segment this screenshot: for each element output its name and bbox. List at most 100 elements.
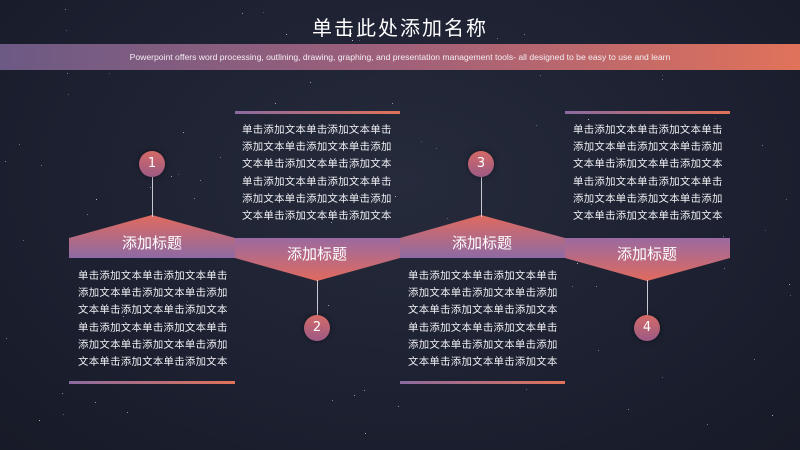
star xyxy=(101,326,102,327)
star xyxy=(354,395,355,396)
star xyxy=(183,132,184,133)
step-number-3: 3 xyxy=(468,151,494,177)
star xyxy=(327,127,328,128)
star xyxy=(178,174,179,175)
star xyxy=(194,198,195,199)
star xyxy=(591,204,592,205)
star xyxy=(772,415,773,416)
star xyxy=(421,141,422,142)
star xyxy=(577,263,578,264)
star xyxy=(187,301,188,302)
connector-stem-1 xyxy=(152,177,153,217)
star xyxy=(286,34,287,35)
star xyxy=(588,119,589,120)
star xyxy=(39,420,40,421)
star xyxy=(765,230,766,231)
star xyxy=(662,79,663,80)
subtitle-text: Powerpoint offers word processing, outli… xyxy=(129,52,671,62)
step-heading-4: 添加标题 xyxy=(616,245,677,263)
star xyxy=(215,343,216,344)
step-heading-1: 添加标题 xyxy=(121,234,182,252)
star xyxy=(497,38,498,39)
star xyxy=(596,286,597,287)
star xyxy=(392,103,393,104)
star xyxy=(185,331,186,332)
star xyxy=(95,402,96,403)
connector-stem-2 xyxy=(317,280,318,316)
ribbon-segment-1 xyxy=(69,215,235,258)
star xyxy=(328,305,329,306)
star xyxy=(109,73,110,74)
star xyxy=(526,389,527,390)
star xyxy=(724,268,725,269)
star xyxy=(275,103,276,104)
star xyxy=(365,433,366,434)
star xyxy=(242,13,243,14)
divider-line-3 xyxy=(400,381,565,384)
star xyxy=(395,196,396,197)
step-text-1: 单击添加文本单击添加文本单击添加文本单击添加文本单击添加文本单击添加文本单击添加… xyxy=(78,270,228,369)
star xyxy=(389,28,390,29)
star xyxy=(310,82,311,83)
star xyxy=(723,236,724,237)
star xyxy=(359,196,360,197)
star xyxy=(524,34,525,35)
star xyxy=(364,390,365,391)
star xyxy=(332,400,333,401)
star xyxy=(350,168,351,169)
star xyxy=(715,118,716,119)
star xyxy=(19,144,20,145)
star xyxy=(790,295,791,296)
star xyxy=(662,377,663,378)
star xyxy=(705,210,706,211)
step-number-1: 1 xyxy=(139,151,165,177)
step-number-2: 2 xyxy=(304,315,330,341)
star xyxy=(331,222,332,223)
star xyxy=(598,350,599,351)
star xyxy=(616,157,617,158)
star xyxy=(572,286,573,287)
star xyxy=(150,187,151,188)
step-heading-2: 添加标题 xyxy=(286,245,347,263)
star xyxy=(123,316,124,317)
step-number-4: 4 xyxy=(634,315,660,341)
star xyxy=(359,40,360,41)
star xyxy=(171,176,172,177)
step-text-4: 单击添加文本单击添加文本单击添加文本单击添加文本单击添加文本单击添加文本单击添加… xyxy=(573,124,723,223)
star xyxy=(41,165,42,166)
star xyxy=(263,12,264,13)
star xyxy=(436,148,437,149)
star xyxy=(398,406,399,407)
star xyxy=(62,393,63,394)
step-heading-3: 添加标题 xyxy=(451,234,512,252)
star xyxy=(127,412,128,413)
star xyxy=(66,30,67,31)
star xyxy=(786,199,787,200)
star xyxy=(762,145,763,146)
divider-line-4 xyxy=(565,111,730,114)
star xyxy=(442,292,443,293)
star xyxy=(65,9,66,10)
subtitle-banner: Powerpoint offers word processing, outli… xyxy=(0,44,800,70)
star xyxy=(589,151,590,152)
star xyxy=(447,218,448,219)
step-text-3: 单击添加文本单击添加文本单击添加文本单击添加文本单击添加文本单击添加文本单击添加… xyxy=(408,270,558,369)
star xyxy=(5,161,6,162)
star xyxy=(200,180,201,181)
star xyxy=(707,424,708,425)
star xyxy=(662,75,663,76)
ribbon-segment-3 xyxy=(400,215,565,258)
star xyxy=(754,359,755,360)
star xyxy=(67,73,68,74)
step-text-2: 单击添加文本单击添加文本单击添加文本单击添加文本单击添加文本单击添加文本单击添加… xyxy=(242,124,392,223)
star xyxy=(63,414,64,415)
ribbon-segment-2 xyxy=(235,238,400,281)
star xyxy=(352,40,353,41)
star xyxy=(351,33,352,34)
divider-line-1 xyxy=(69,381,235,384)
star xyxy=(540,75,541,76)
connector-stem-3 xyxy=(481,177,482,217)
star xyxy=(68,94,69,95)
page-title: 单击此处添加名称 xyxy=(312,16,488,40)
